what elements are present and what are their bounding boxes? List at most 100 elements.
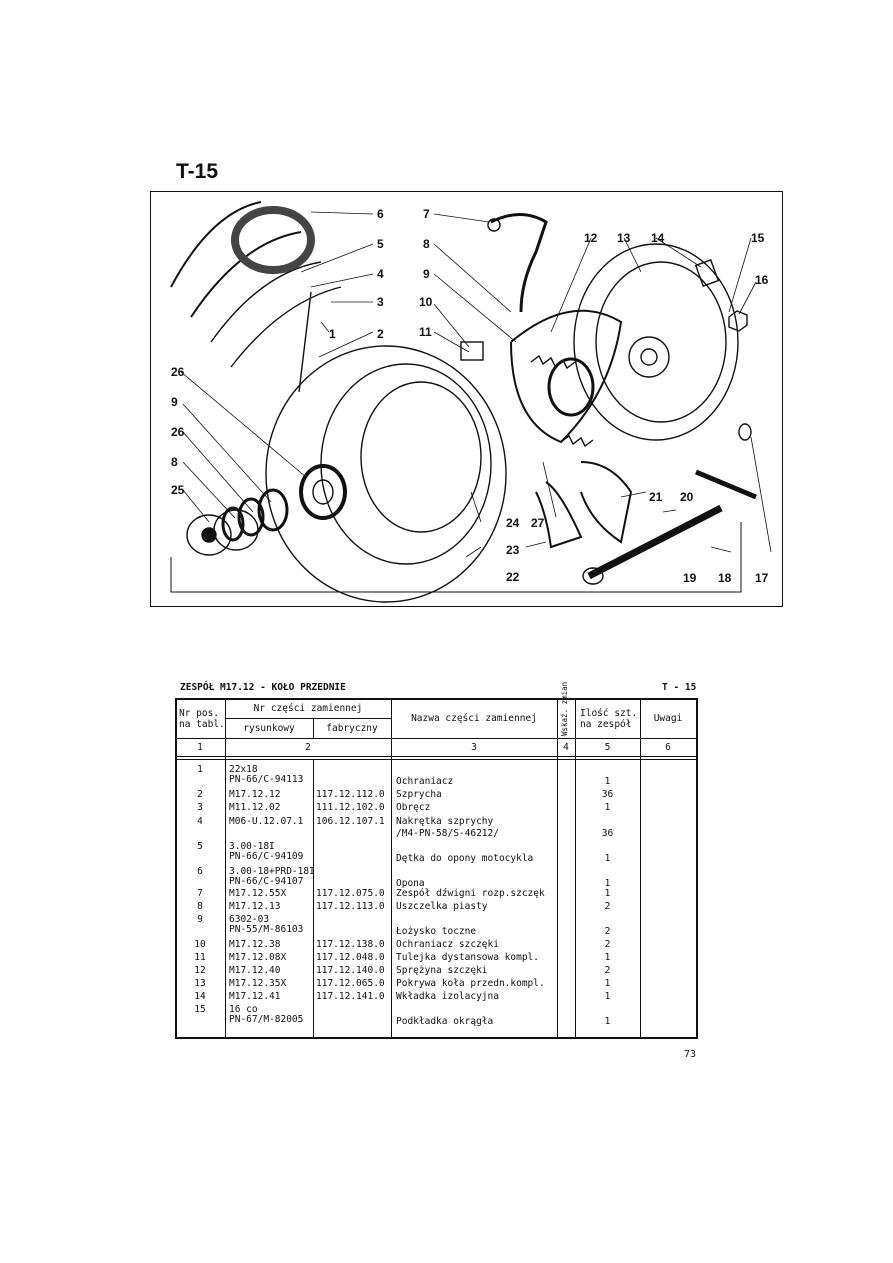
header-factory: fabryczny <box>326 723 378 734</box>
col-divider <box>313 760 314 1039</box>
cell-name-2: Ochraniacz <box>396 776 454 787</box>
callout-16: 16 <box>755 273 769 287</box>
callout-13: 13 <box>617 231 631 245</box>
callout-15: 15 <box>751 231 765 245</box>
cell-drawing: 16 co <box>229 1004 258 1015</box>
callout-9: 9 <box>423 267 430 281</box>
cell-drawing: M11.12.02 <box>229 802 281 813</box>
cell-factory: 106.12.107.1 <box>316 816 385 827</box>
callout-20: 20 <box>680 490 694 504</box>
cell-factory: 117.12.138.0 <box>316 939 385 950</box>
cell-drawing: M17.12.12 <box>229 789 281 800</box>
cell-drawing: 6302-03 <box>229 914 270 925</box>
callout-25: 25 <box>171 483 185 497</box>
exploded-view-drawing: 6 5 4 3 1 2 7 8 9 10 11 12 13 14 15 16 1… <box>170 201 772 603</box>
col-divider <box>391 698 392 1039</box>
cell-drawing-2: PN-67/M-82005 <box>229 1014 304 1025</box>
cell-name: Wkładka izolacyjna <box>396 991 499 1002</box>
header-qty: Ilość szt. <box>580 708 638 719</box>
column-number: 5 <box>604 742 611 753</box>
cell-factory: 111.12.102.0 <box>316 802 385 813</box>
callout-14: 14 <box>651 231 665 245</box>
callout-5: 5 <box>377 237 384 251</box>
row-divider <box>175 756 696 760</box>
cell-name: Nakrętka szprychy <box>396 816 494 827</box>
callout-6: 6 <box>377 207 384 221</box>
column-number: 6 <box>665 742 671 753</box>
cell-qty: 2 <box>604 965 611 976</box>
header-drawing: rysunkowy <box>243 723 295 734</box>
cell-qty: 2 <box>604 901 611 912</box>
page-number: 73 <box>684 1049 697 1060</box>
cell-drawing-2: PN-66/C-94107 <box>229 876 304 887</box>
cell-drawing: 22x18 <box>229 764 258 775</box>
column-number: 4 <box>563 742 569 753</box>
header-qty-2: na zespół <box>580 719 632 730</box>
cell-drawing: 3.00-18+PRD-18I <box>229 866 315 877</box>
cell-factory: 117.12.141.0 <box>316 991 385 1002</box>
cell-factory: 117.12.048.0 <box>316 952 385 963</box>
cell-name: Tulejka dystansowa kompl. <box>396 952 539 963</box>
cell-name: Ochraniacz szczęki <box>396 939 499 950</box>
callout-11: 11 <box>419 325 432 339</box>
exploded-view-figure: 6 5 4 3 1 2 7 8 9 10 11 12 13 14 15 16 1… <box>150 191 783 607</box>
cell-pos: 3 <box>197 802 203 813</box>
cell-drawing: M17.12.41 <box>229 991 281 1002</box>
cell-pos: 7 <box>197 888 203 899</box>
cell-qty: 2 <box>604 926 611 937</box>
cell-drawing: M17.12.35X <box>229 978 287 989</box>
cell-name: Obręcz <box>396 802 431 813</box>
sheet-code: T - 15 <box>662 682 697 693</box>
cell-drawing: M17.12.08X <box>229 952 287 963</box>
cell-pos: 6 <box>197 866 203 877</box>
callout-7: 7 <box>423 207 430 221</box>
cell-qty: 1 <box>604 991 611 1002</box>
cell-drawing: M17.12.40 <box>229 965 281 976</box>
header-change: Wskaź. zmian <box>560 681 569 736</box>
cell-drawing: 3.00-18I <box>229 841 275 852</box>
cell-name: Uszczelka piasty <box>396 901 488 912</box>
callout-1: 1 <box>329 327 336 341</box>
cell-name-2: Dętka do opony motocykla <box>396 853 534 864</box>
cell-drawing-2: PN-66/C-94109 <box>229 851 304 862</box>
cell-pos: 12 <box>194 965 206 976</box>
callout-12: 12 <box>584 231 598 245</box>
cell-factory: 117.12.075.0 <box>316 888 385 899</box>
table-frame <box>175 698 698 1039</box>
header-remarks: Uwagi <box>653 713 683 724</box>
figure-title: T-15 <box>176 160 219 183</box>
callout-8: 8 <box>423 237 430 251</box>
col-divider <box>640 698 641 1039</box>
cell-pos: 5 <box>197 841 203 852</box>
header-pos-2: na tabl. <box>179 719 225 730</box>
cell-name-2: /M4-PN-58/S-46212/ <box>396 828 499 839</box>
callout-3: 3 <box>377 295 384 309</box>
cell-drawing-2: PN-55/M-86103 <box>229 924 304 935</box>
callout-4: 4 <box>377 267 384 281</box>
cell-pos: 4 <box>197 816 203 827</box>
parts-table: Nr pos. na tabl. Nr części zamiennej rys… <box>175 682 700 1041</box>
column-number: 3 <box>471 742 477 753</box>
cell-name: Sprężyna szczęki <box>396 965 488 976</box>
cell-qty: 1 <box>604 878 611 889</box>
cell-drawing: M17.12.38 <box>229 939 281 950</box>
callout-21: 21 <box>649 490 663 504</box>
cell-qty: 36 <box>601 789 614 800</box>
cell-name-2: Łożysko toczne <box>396 926 477 937</box>
cell-factory: 117.12.140.0 <box>316 965 385 976</box>
cell-name: Zespół dźwigni rozp.szczęk <box>396 888 545 899</box>
assembly-title: ZESPÓŁ M17.12 - KOŁO PRZEDNIE <box>180 682 346 693</box>
cell-qty: 1 <box>604 1016 611 1027</box>
callout-27: 27 <box>531 516 545 530</box>
cell-qty: 36 <box>601 828 614 839</box>
column-number: 2 <box>305 742 311 753</box>
header-name: Nazwa części zamiennej <box>411 713 537 724</box>
cell-pos: 11 <box>194 952 206 963</box>
cell-pos: 10 <box>194 939 206 950</box>
cell-drawing: M17.12.13 <box>229 901 281 912</box>
cell-pos: 9 <box>197 914 203 925</box>
cell-factory: 117.12.113.0 <box>316 901 385 912</box>
cell-qty: 1 <box>604 776 611 787</box>
cell-factory: 117.12.112.0 <box>316 789 385 800</box>
col-divider <box>557 698 558 1039</box>
